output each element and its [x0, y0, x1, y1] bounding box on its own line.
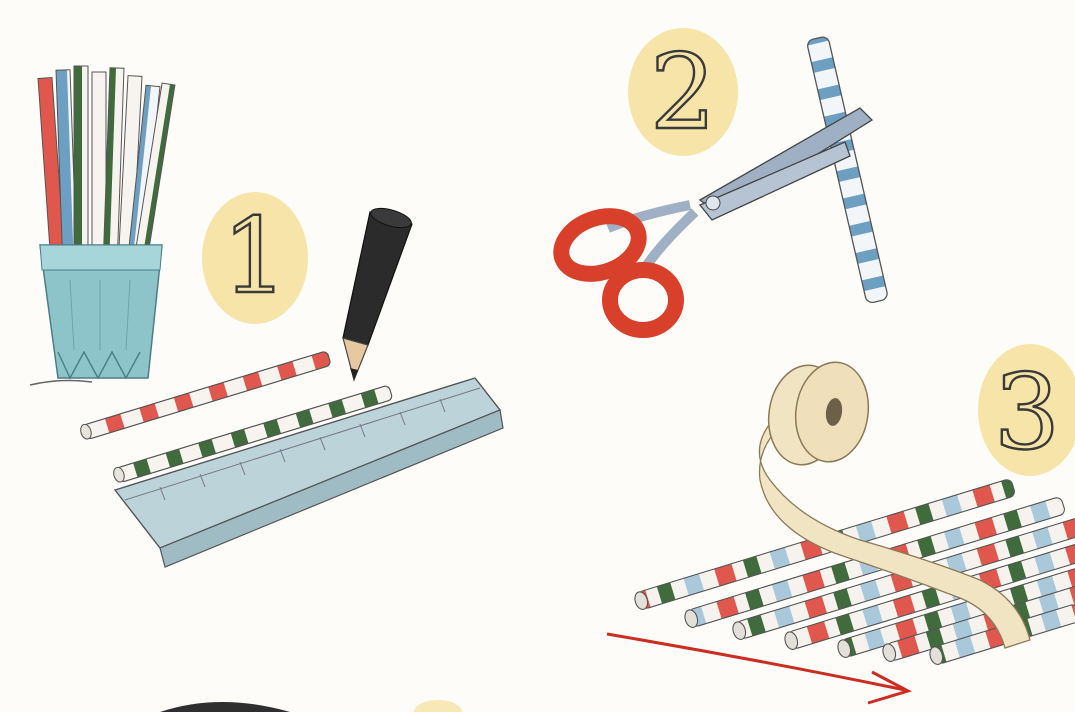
- step-3-badge: 3: [978, 344, 1075, 476]
- step-3-number: 3: [994, 351, 1060, 473]
- step-1-number: 1: [222, 195, 288, 317]
- pencil-icon: [343, 205, 413, 380]
- step-2-badge: 2: [628, 28, 738, 156]
- straws-in-cup: [30, 66, 175, 385]
- step-2-number: 2: [650, 31, 716, 153]
- step-3: 3: [607, 344, 1075, 703]
- step-2: 2: [553, 28, 888, 330]
- step-1: 1: [30, 66, 503, 567]
- step-1-badge: 1: [202, 192, 308, 324]
- next-step-partial: [160, 700, 462, 712]
